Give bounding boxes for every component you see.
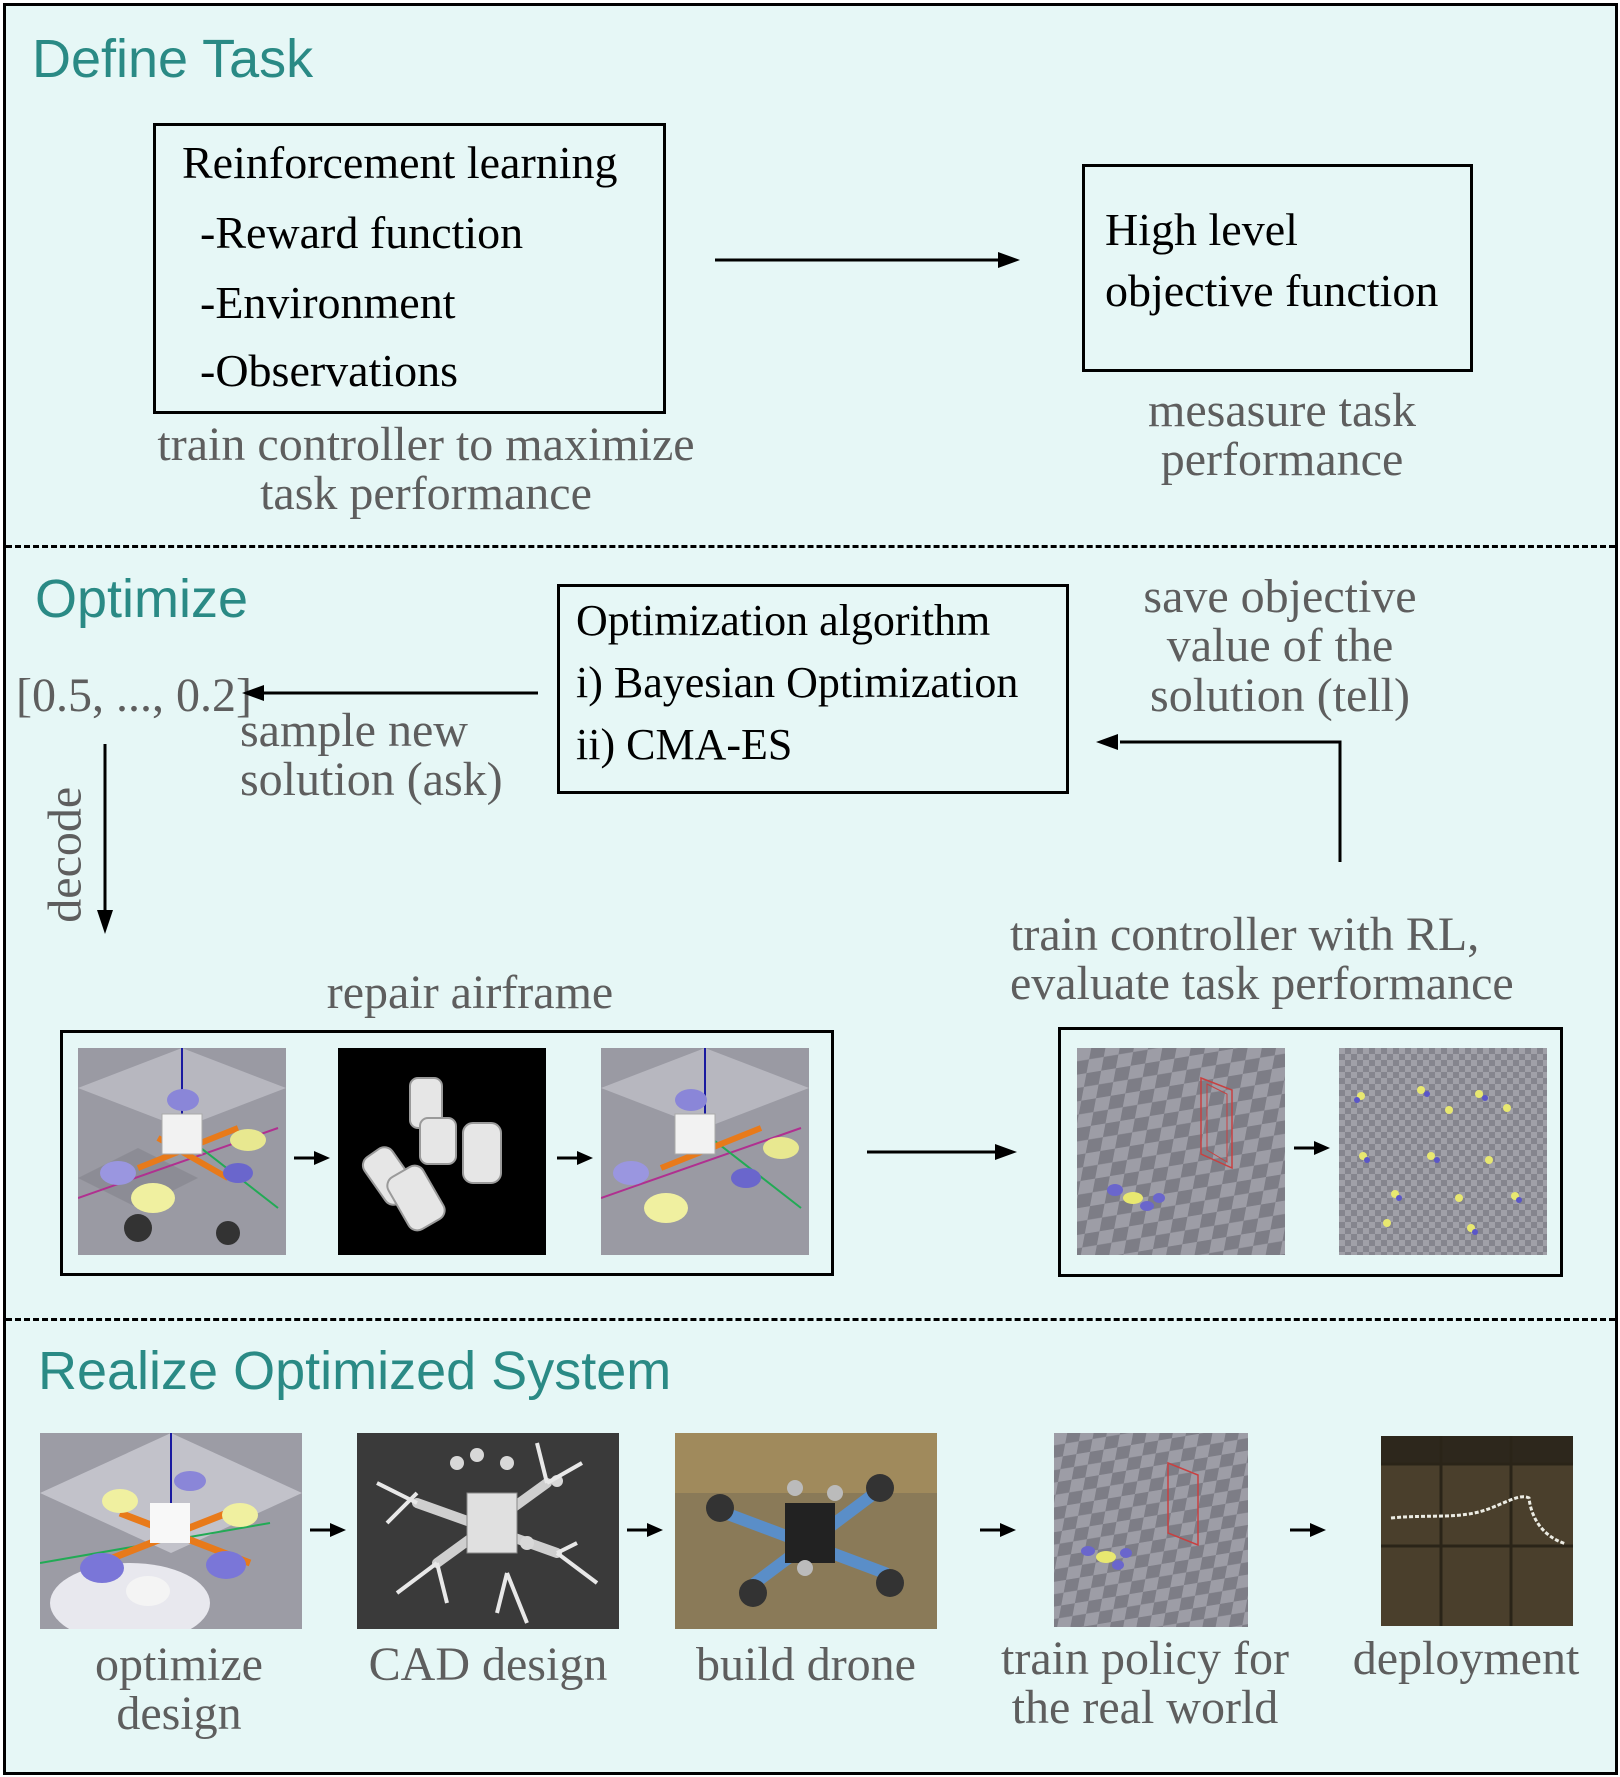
caption-line: mesasure task bbox=[1148, 384, 1416, 437]
flow-arrow bbox=[557, 1151, 593, 1165]
caption-line: solution (ask) bbox=[240, 753, 503, 807]
caption-line: train policy for bbox=[1001, 1632, 1289, 1685]
caption-line: sample new bbox=[240, 704, 468, 757]
real-world-policy-sim bbox=[1054, 1433, 1248, 1627]
solution-vector: [0.5, ..., 0.2] bbox=[16, 669, 252, 722]
realize-step-caption: build drone bbox=[656, 1638, 956, 1691]
evaluate-arrow bbox=[867, 1144, 1017, 1160]
caption-line: solution (tell) bbox=[1150, 668, 1410, 722]
rl-heading: Reinforcement learning bbox=[182, 137, 618, 188]
single-drone-sim bbox=[1077, 1048, 1285, 1255]
train-box bbox=[1058, 1027, 1563, 1277]
caption-line: CAD design bbox=[368, 1638, 608, 1691]
caption-line: optimize bbox=[95, 1638, 263, 1691]
repair-label: repair airframe bbox=[326, 966, 614, 1019]
realize-step-caption: train policy for the real world bbox=[968, 1634, 1322, 1733]
rl-item: -Reward function bbox=[200, 207, 524, 258]
objective-caption: mesasure task performance bbox=[1082, 386, 1482, 485]
drone-design-render bbox=[78, 1048, 286, 1255]
algo-heading: Optimization algorithm bbox=[576, 596, 991, 645]
section-title-optimize: Optimize bbox=[35, 569, 249, 629]
section-divider bbox=[6, 1318, 1615, 1321]
caption-line: design bbox=[116, 1687, 242, 1741]
deployment-photo bbox=[1381, 1436, 1573, 1626]
tell-caption: save objective value of the solution (te… bbox=[1112, 570, 1448, 722]
flow-arrow bbox=[627, 1523, 663, 1537]
realize-step-caption: deployment bbox=[1326, 1632, 1606, 1685]
flow-arrow bbox=[1290, 1523, 1326, 1537]
repaired-drone-render bbox=[601, 1048, 809, 1255]
realize-step-caption: optimize design bbox=[48, 1640, 310, 1739]
caption-line: evaluate task performance bbox=[1010, 957, 1514, 1011]
caption-line: save objective bbox=[1143, 570, 1417, 623]
rl-caption: train controller to maximize task perfor… bbox=[100, 420, 752, 519]
optimized-design-render bbox=[40, 1433, 302, 1629]
decode-label: decode bbox=[38, 786, 92, 923]
parallel-envs-sim bbox=[1339, 1048, 1547, 1255]
algo-box: Optimization algorithm i) Bayesian Optim… bbox=[557, 584, 1069, 794]
objective-box: High level objective function bbox=[1082, 164, 1473, 372]
caption-line: performance bbox=[1160, 433, 1404, 487]
define-arrow bbox=[715, 252, 1020, 268]
caption-line: deployment bbox=[1352, 1632, 1580, 1685]
rl-item: -Observations bbox=[200, 345, 459, 396]
caption-line: train controller to maximize bbox=[157, 418, 695, 471]
section-title-realize: Realize Optimized System bbox=[38, 1341, 672, 1401]
caption-line: the real world bbox=[1011, 1681, 1279, 1735]
collision-check-render bbox=[338, 1048, 546, 1255]
tell-arrow bbox=[1096, 734, 1342, 862]
flow-arrow bbox=[310, 1523, 346, 1537]
section-title-define: Define Task bbox=[32, 29, 314, 89]
repair-box bbox=[60, 1030, 834, 1276]
caption-line: train controller with RL, bbox=[1010, 908, 1480, 961]
caption-line: value of the bbox=[1166, 619, 1394, 673]
flow-arrow bbox=[294, 1151, 330, 1165]
flow-arrow bbox=[980, 1523, 1016, 1537]
rl-box: Reinforcement learning -Reward function … bbox=[153, 123, 666, 414]
ask-arrow bbox=[242, 685, 538, 701]
objective-line: High level bbox=[1105, 204, 1298, 255]
caption-line: build drone bbox=[696, 1638, 916, 1691]
flow-arrow bbox=[1294, 1141, 1330, 1155]
algo-item: ii) CMA-ES bbox=[576, 720, 793, 769]
section-divider bbox=[6, 545, 1615, 548]
train-caption: train controller with RL, evaluate task … bbox=[1010, 910, 1514, 1009]
built-drone-photo bbox=[675, 1433, 937, 1629]
objective-line: objective function bbox=[1105, 265, 1439, 316]
ask-caption: sample new solution (ask) bbox=[240, 706, 503, 805]
decode-arrow bbox=[97, 744, 113, 934]
algo-item: i) Bayesian Optimization bbox=[576, 658, 1019, 707]
caption-line: task performance bbox=[260, 467, 592, 521]
rl-item: -Environment bbox=[200, 277, 456, 328]
realize-step-caption: CAD design bbox=[338, 1638, 638, 1691]
cad-render bbox=[357, 1433, 619, 1629]
